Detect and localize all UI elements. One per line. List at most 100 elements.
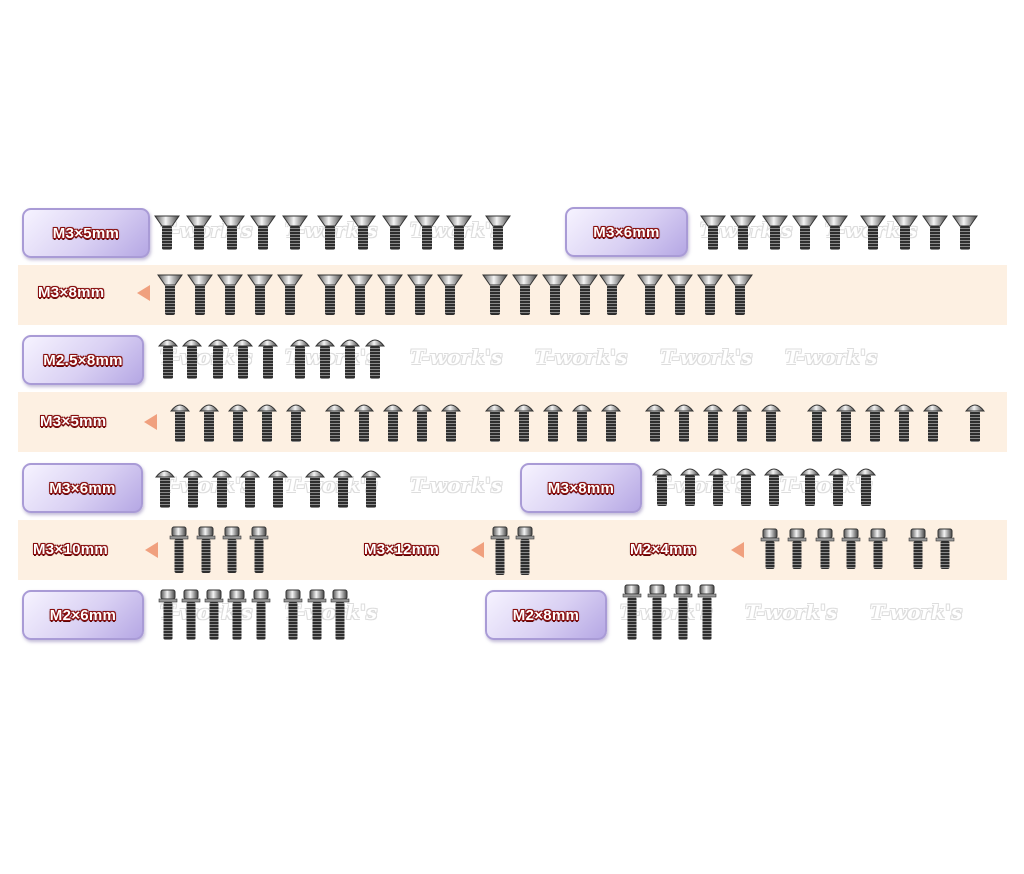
- size-label: M2×8mm: [512, 606, 580, 624]
- screw-button: [304, 470, 326, 508]
- screw-button: [360, 470, 382, 508]
- screw-flat: [157, 274, 183, 315]
- watermark: T-work's: [285, 600, 378, 624]
- screw-button: [181, 339, 203, 379]
- screw-flat: [382, 215, 408, 250]
- screw-flat: [922, 215, 948, 250]
- screw-button: [324, 404, 346, 442]
- arrow-left-icon: [731, 542, 744, 558]
- screw-flat: [217, 274, 243, 315]
- screw-flat: [317, 215, 343, 250]
- arrow-left-icon: [145, 542, 158, 558]
- screw-button: [239, 470, 261, 508]
- screw-button: [198, 404, 220, 442]
- screw-flat: [485, 215, 511, 250]
- screw-button: [207, 339, 229, 379]
- screw-button: [332, 470, 354, 508]
- screw-hex: [307, 589, 327, 640]
- watermark: T-work's: [745, 600, 838, 624]
- size-label: M3×8mm: [38, 284, 105, 301]
- screw-flat: [727, 274, 753, 315]
- screw-flat: [762, 215, 788, 250]
- screw-flat: [860, 215, 886, 250]
- screw-button: [760, 404, 782, 442]
- size-label-box: M2×6mm: [22, 590, 144, 640]
- screw-hex: [908, 528, 928, 569]
- screw-flat: [277, 274, 303, 315]
- watermark: T-work's: [160, 345, 253, 369]
- screw-button: [571, 404, 593, 442]
- screw-flat: [572, 274, 598, 315]
- screw-flat: [250, 215, 276, 250]
- arrow-left-icon: [144, 414, 157, 430]
- screw-flat: [822, 215, 848, 250]
- size-label: M3×5mm: [40, 413, 107, 430]
- arrow-left-icon: [471, 542, 484, 558]
- screw-hex: [815, 528, 835, 569]
- screw-hex: [227, 589, 247, 640]
- screw-button: [267, 470, 289, 508]
- screw-hex: [196, 526, 216, 573]
- screw-button: [806, 404, 828, 442]
- screw-button: [314, 339, 336, 379]
- screw-button: [484, 404, 506, 442]
- watermark: T-work's: [660, 345, 753, 369]
- size-label: M2×4mm: [630, 541, 697, 558]
- screw-button: [731, 404, 753, 442]
- size-label-box: M3×6mm: [565, 207, 688, 257]
- screw-button: [382, 404, 404, 442]
- screw-flat: [599, 274, 625, 315]
- screw-button: [651, 468, 673, 506]
- screw-flat: [952, 215, 978, 250]
- screw-button: [799, 468, 821, 506]
- screw-flat: [542, 274, 568, 315]
- screw-button: [679, 468, 701, 506]
- screw-hex: [515, 526, 535, 575]
- screw-hex: [622, 584, 642, 640]
- screw-button: [211, 470, 233, 508]
- screw-hex: [673, 584, 693, 640]
- screw-button: [864, 404, 886, 442]
- screw-button: [232, 339, 254, 379]
- screw-button: [154, 470, 176, 508]
- screw-flat: [219, 215, 245, 250]
- size-label: M3×8mm: [547, 479, 615, 497]
- arrow-left-icon: [137, 285, 150, 301]
- screw-hex: [787, 528, 807, 569]
- screw-button: [922, 404, 944, 442]
- screw-hex: [283, 589, 303, 640]
- screw-button: [542, 404, 564, 442]
- screw-flat: [482, 274, 508, 315]
- screw-flat: [637, 274, 663, 315]
- size-label-box: M3×5mm: [22, 208, 150, 258]
- screw-button: [673, 404, 695, 442]
- watermark: T-work's: [785, 345, 878, 369]
- screw-hex: [760, 528, 780, 569]
- screw-hex: [222, 526, 242, 573]
- screw-flat: [730, 215, 756, 250]
- screw-flat: [700, 215, 726, 250]
- screw-hex: [158, 589, 178, 640]
- screw-flat: [154, 215, 180, 250]
- screw-hex: [697, 584, 717, 640]
- screw-button: [513, 404, 535, 442]
- screw-flat: [282, 215, 308, 250]
- screw-flat: [350, 215, 376, 250]
- watermark: T-work's: [655, 473, 748, 497]
- size-label-box: M3×6mm: [22, 463, 143, 513]
- screw-button: [227, 404, 249, 442]
- screw-button: [364, 339, 386, 379]
- screw-flat: [317, 274, 343, 315]
- screw-button: [893, 404, 915, 442]
- screw-button: [157, 339, 179, 379]
- screw-button: [735, 468, 757, 506]
- screw-flat: [697, 274, 723, 315]
- screw-button: [169, 404, 191, 442]
- size-label: M3×5mm: [52, 224, 120, 242]
- screw-button: [256, 404, 278, 442]
- watermark: T-work's: [410, 345, 503, 369]
- screw-flat: [437, 274, 463, 315]
- size-label-box: M2.5×8mm: [22, 335, 144, 385]
- screw-hex: [868, 528, 888, 569]
